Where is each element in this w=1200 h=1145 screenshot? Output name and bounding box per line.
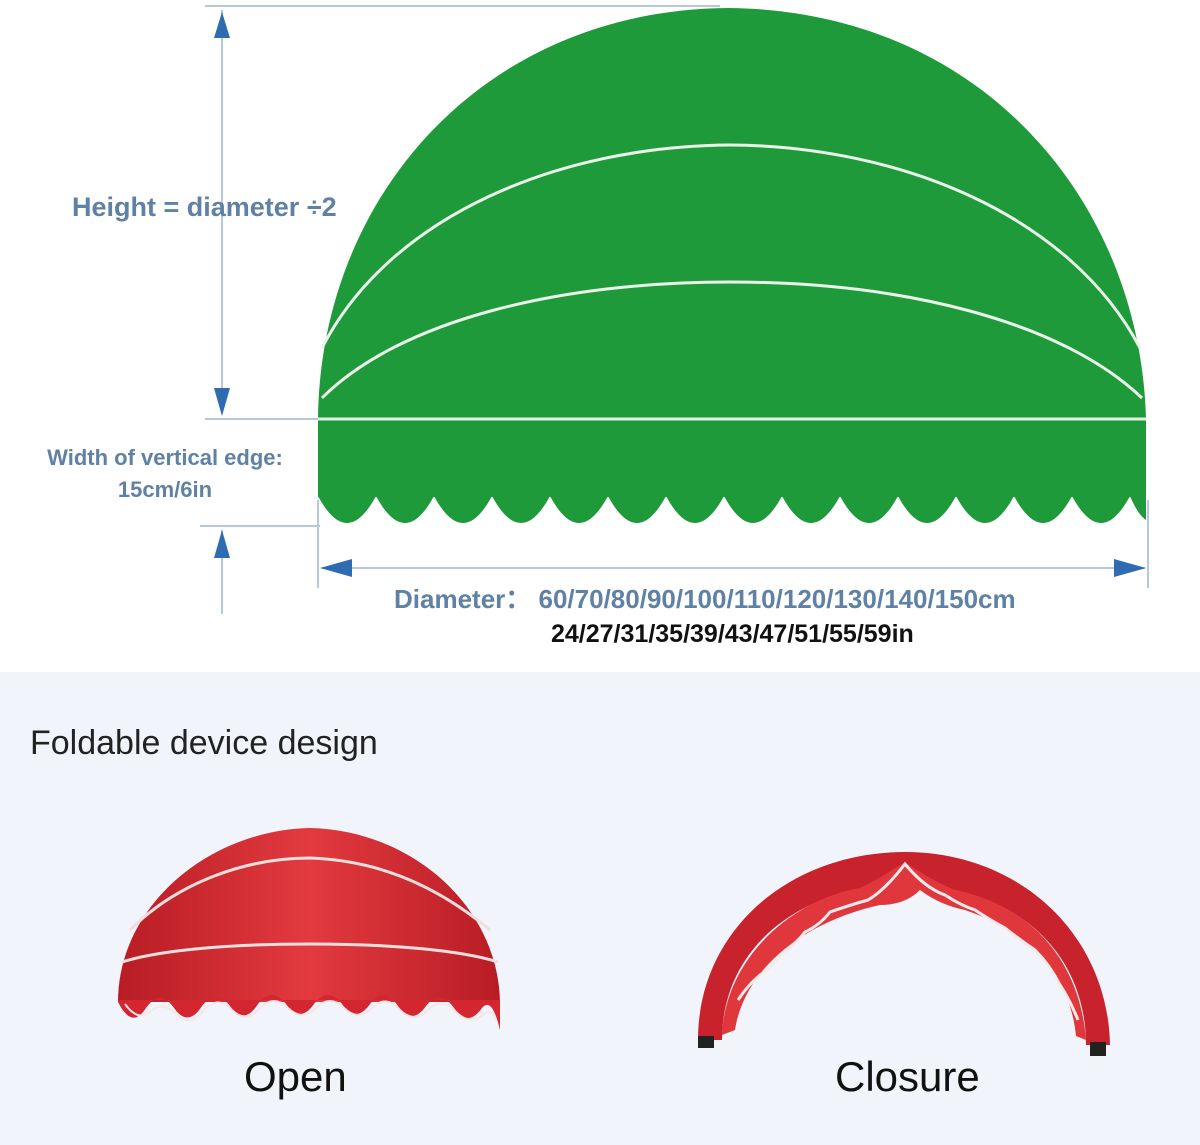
red-awning-closed <box>698 852 1110 1056</box>
section-title: Foldable device design <box>30 724 378 762</box>
edge-width-value: 15cm/6in <box>117 477 213 502</box>
diameter-inch-values: 24/27/31/35/39/43/47/51/55/59in <box>551 620 914 648</box>
edge-arrow-up-icon <box>214 530 230 558</box>
green-awning-canopy <box>318 8 1146 523</box>
height-arrow-up-icon <box>214 12 230 38</box>
diameter-arrow-left-icon <box>320 559 352 577</box>
diameter-label: Diameter： 60/70/80/90/100/110/120/130/14… <box>394 579 1016 616</box>
closure-caption: Closure <box>835 1053 980 1100</box>
diameter-arrow-right-icon <box>1114 559 1146 577</box>
dimension-arrows <box>214 12 1146 577</box>
red-awning-open <box>118 828 500 1030</box>
height-formula-label: Height = diameter ÷2 <box>72 192 337 222</box>
height-arrow-down-icon <box>214 388 230 416</box>
open-caption: Open <box>244 1053 347 1100</box>
diameter-prefix: Diameter： <box>394 584 532 614</box>
diameter-cm-values: 60/70/80/90/100/110/120/130/140/150cm <box>538 584 1016 614</box>
edge-width-label: Width of vertical edge: 15cm/6in <box>20 442 310 506</box>
edge-width-title: Width of vertical edge: <box>47 445 283 470</box>
